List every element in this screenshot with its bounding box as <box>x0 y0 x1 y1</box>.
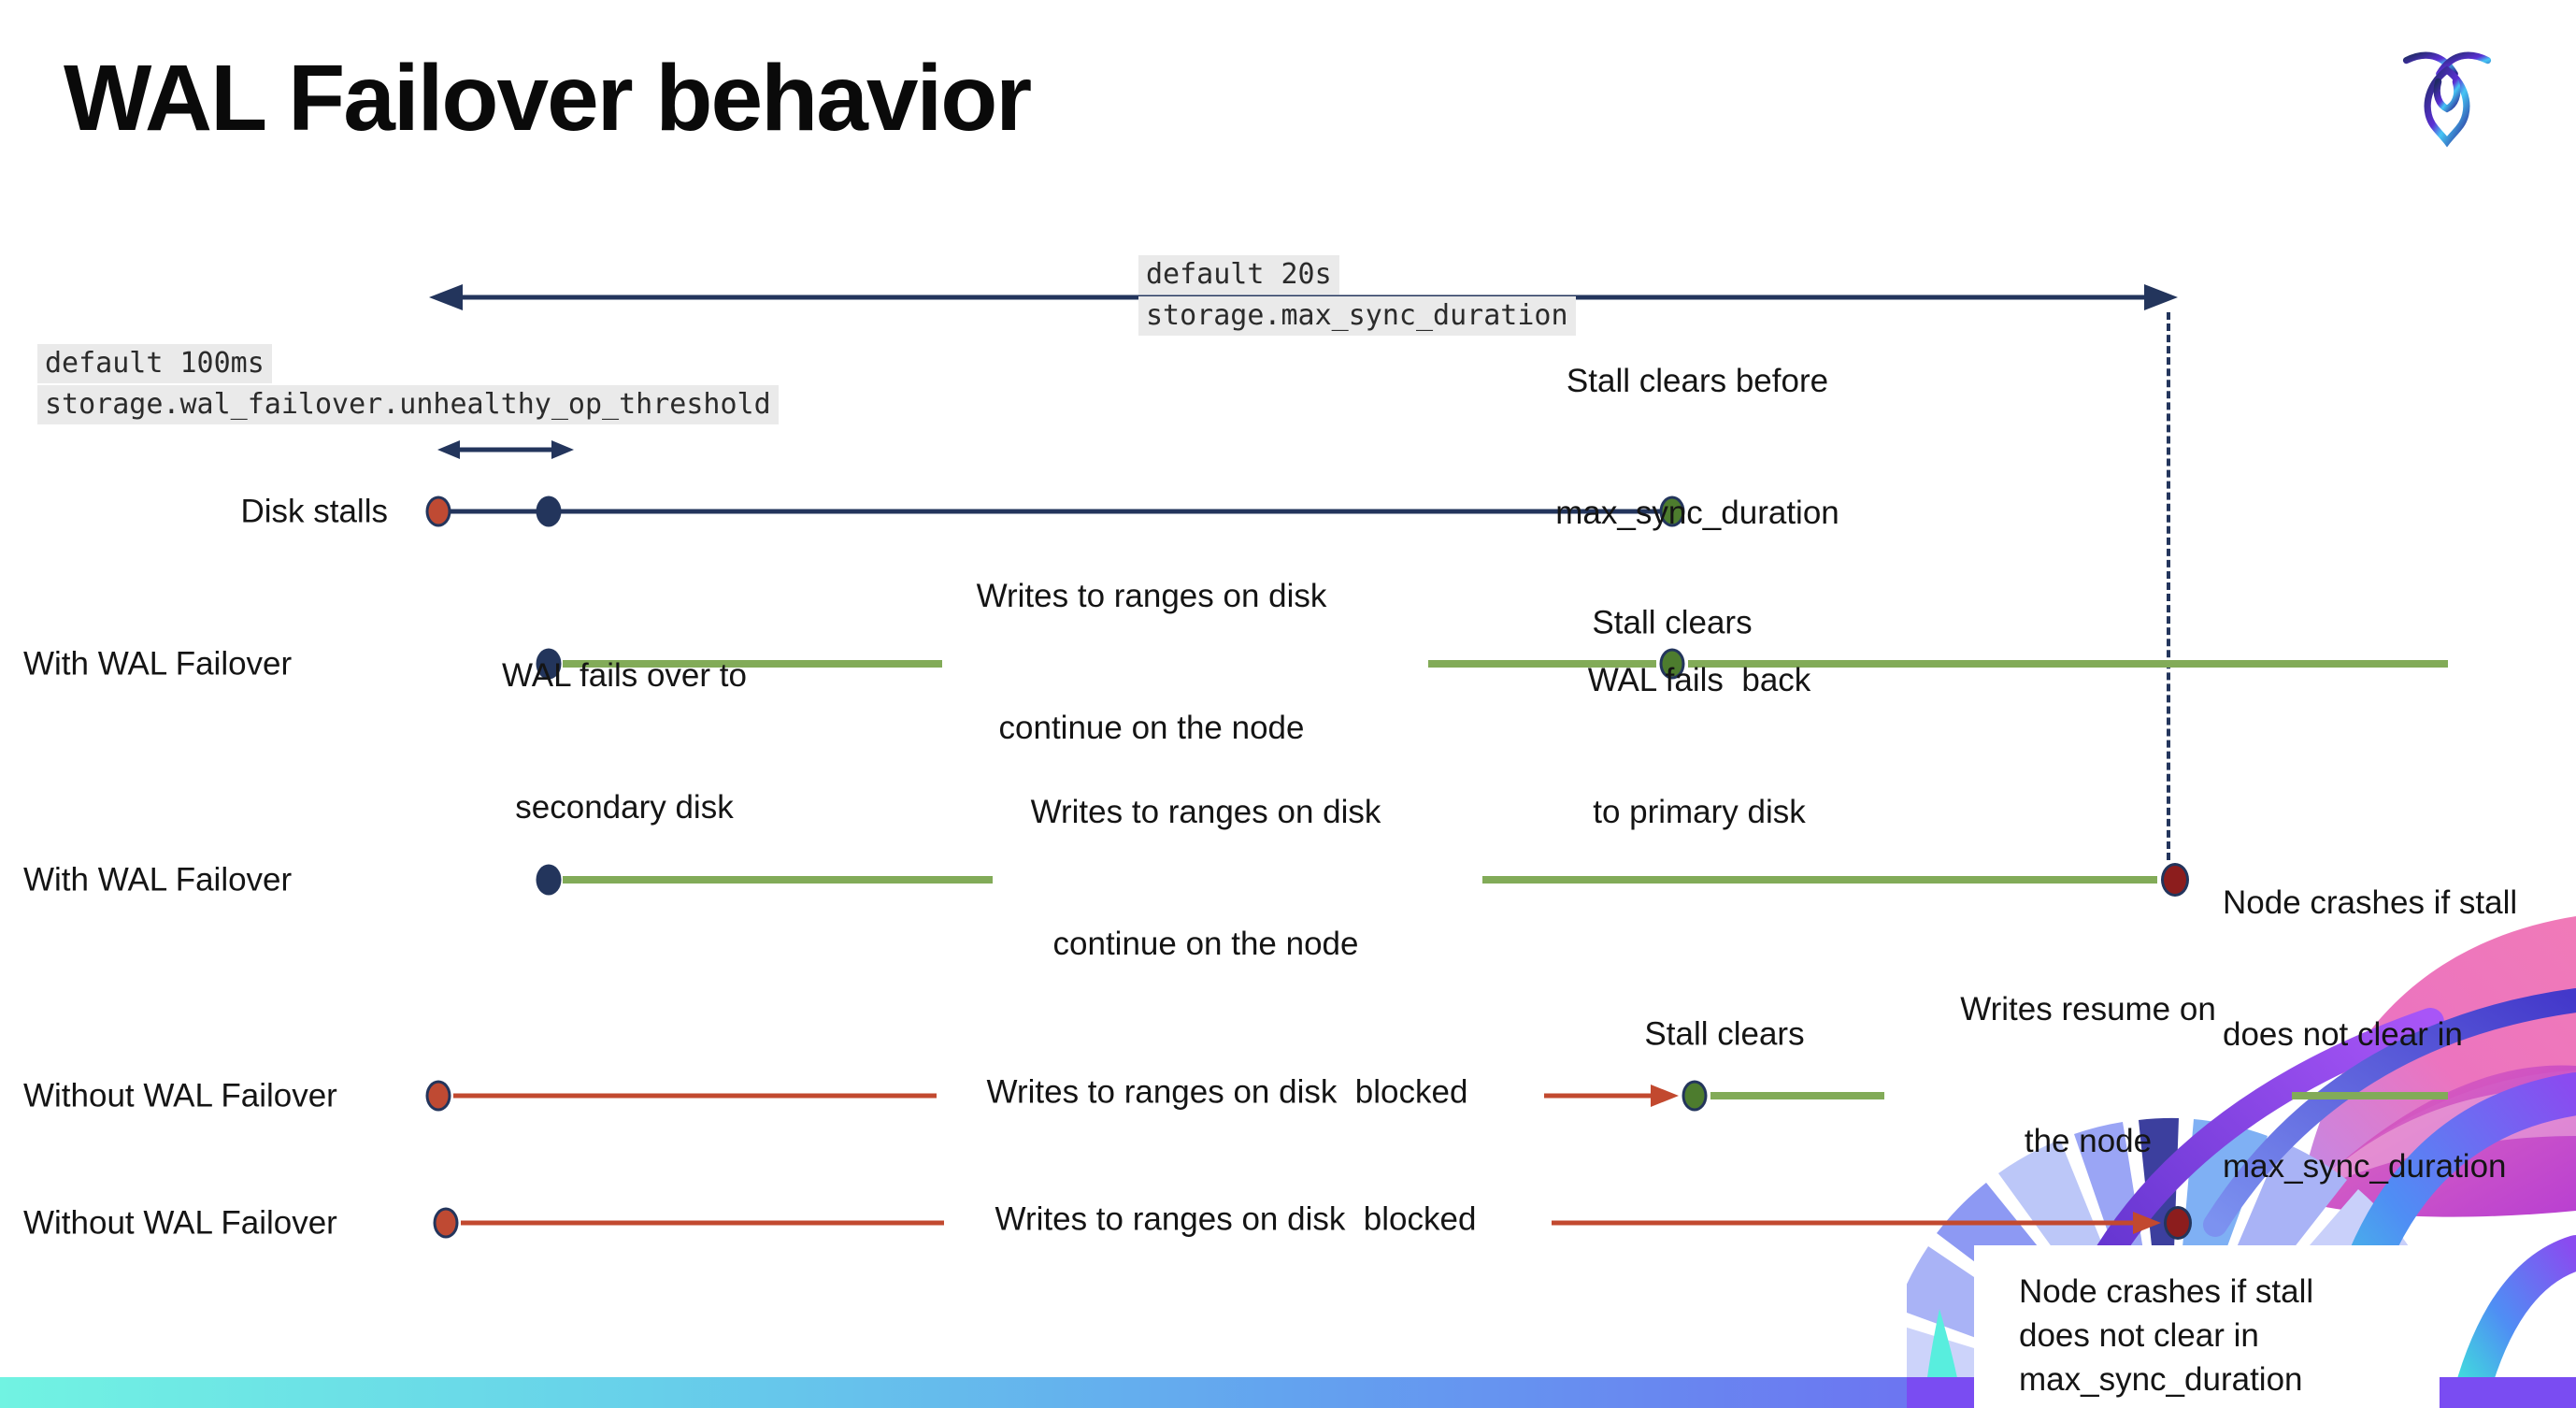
node-crash-note-row3: Node crashes if stall does not clear in … <box>2223 884 2518 1185</box>
stall-clears-dot-row2 <box>1659 648 1685 680</box>
row-label-without-wal-2: Without WAL Failover <box>23 1204 337 1242</box>
writes-blocked-line-row5b <box>1552 1220 2133 1226</box>
stall-clears-before-note: Stall clears before max_sync_duration <box>1555 363 1839 531</box>
small-arrow-head-right-icon <box>551 440 574 459</box>
fails-over-note: WAL fails over to secondary disk <box>502 657 747 826</box>
writes-continue-line-row2b <box>1428 660 1656 668</box>
arrow-head-left-icon <box>429 284 463 310</box>
unhealthy-op-arrow-line <box>452 447 559 453</box>
unhealthy-op-setting-label: storage.wal_failover.unhealthy_op_thresh… <box>37 385 779 424</box>
arrow-head-right-icon <box>2144 284 2178 310</box>
max-sync-setting-label: storage.max_sync_duration <box>1138 296 1576 336</box>
node-crash-dot-row3 <box>2161 863 2189 897</box>
row-label-with-wal-1: With WAL Failover <box>23 645 293 682</box>
writes-continue-line-row3b <box>1482 876 2157 884</box>
stall-clears-dot-row4 <box>1682 1080 1708 1112</box>
stall-dot-row5 <box>433 1207 459 1239</box>
fails-back-note: WAL fails back to primary disk <box>1587 662 1811 830</box>
writes-continue-line-row2a <box>563 660 942 668</box>
cockroachdb-logo-icon <box>2402 51 2492 148</box>
writes-continue-note-row3: Writes to ranges on disk continue on the… <box>1030 794 1381 962</box>
stall-clears-dot-row1 <box>1659 496 1685 527</box>
failover-dot-row2 <box>536 648 562 680</box>
red-arrow-head-row4-icon <box>1651 1085 1679 1107</box>
node-crash-dot-row5 <box>2164 1206 2192 1240</box>
red-arrow-head-row5-icon <box>2133 1212 2161 1234</box>
writes-blocked-line-row5a <box>461 1220 944 1226</box>
unhealthy-op-default-label: default 100ms <box>37 344 272 383</box>
row-label-disk-stalls: Disk stalls <box>240 493 388 530</box>
writes-continue-line-row2c <box>1688 660 2448 668</box>
writes-blocked-line-row4b <box>1544 1093 1654 1099</box>
writes-blocked-line-row4a <box>453 1093 937 1099</box>
failover-threshold-dot <box>536 496 562 527</box>
failover-dot-row3 <box>536 864 562 896</box>
stall-clears-note-row2: Stall clears <box>1592 604 1753 641</box>
writes-resume-note: Writes resume on the node <box>1960 991 2216 1159</box>
disk-stall-timeline <box>438 509 1672 514</box>
node-crash-callout-box: Node crashes if stall does not clear in … <box>1974 1245 2440 1408</box>
max-sync-default-label: default 20s <box>1138 255 1339 295</box>
writes-resume-line-row4b <box>2292 1092 2448 1099</box>
writes-blocked-note-row4: Writes to ranges on disk blocked <box>986 1073 1468 1111</box>
max-sync-deadline-dashed-line <box>2167 312 2170 860</box>
row-label-with-wal-2: With WAL Failover <box>23 861 293 898</box>
page-title: WAL Failover behavior <box>64 46 1032 151</box>
writes-resume-line-row4a <box>1710 1092 1884 1099</box>
writes-continue-line-row3a <box>563 876 993 884</box>
stall-dot-row4 <box>425 1080 451 1112</box>
stall-clears-note-row4: Stall clears <box>1644 1015 1805 1053</box>
row-label-without-wal-1: Without WAL Failover <box>23 1077 337 1114</box>
writes-continue-note-row2: Writes to ranges on disk continue on the… <box>976 578 1327 746</box>
disk-stall-start-dot <box>425 496 451 527</box>
small-arrow-head-left-icon <box>437 440 460 459</box>
writes-blocked-note-row5: Writes to ranges on disk blocked <box>995 1200 1477 1238</box>
